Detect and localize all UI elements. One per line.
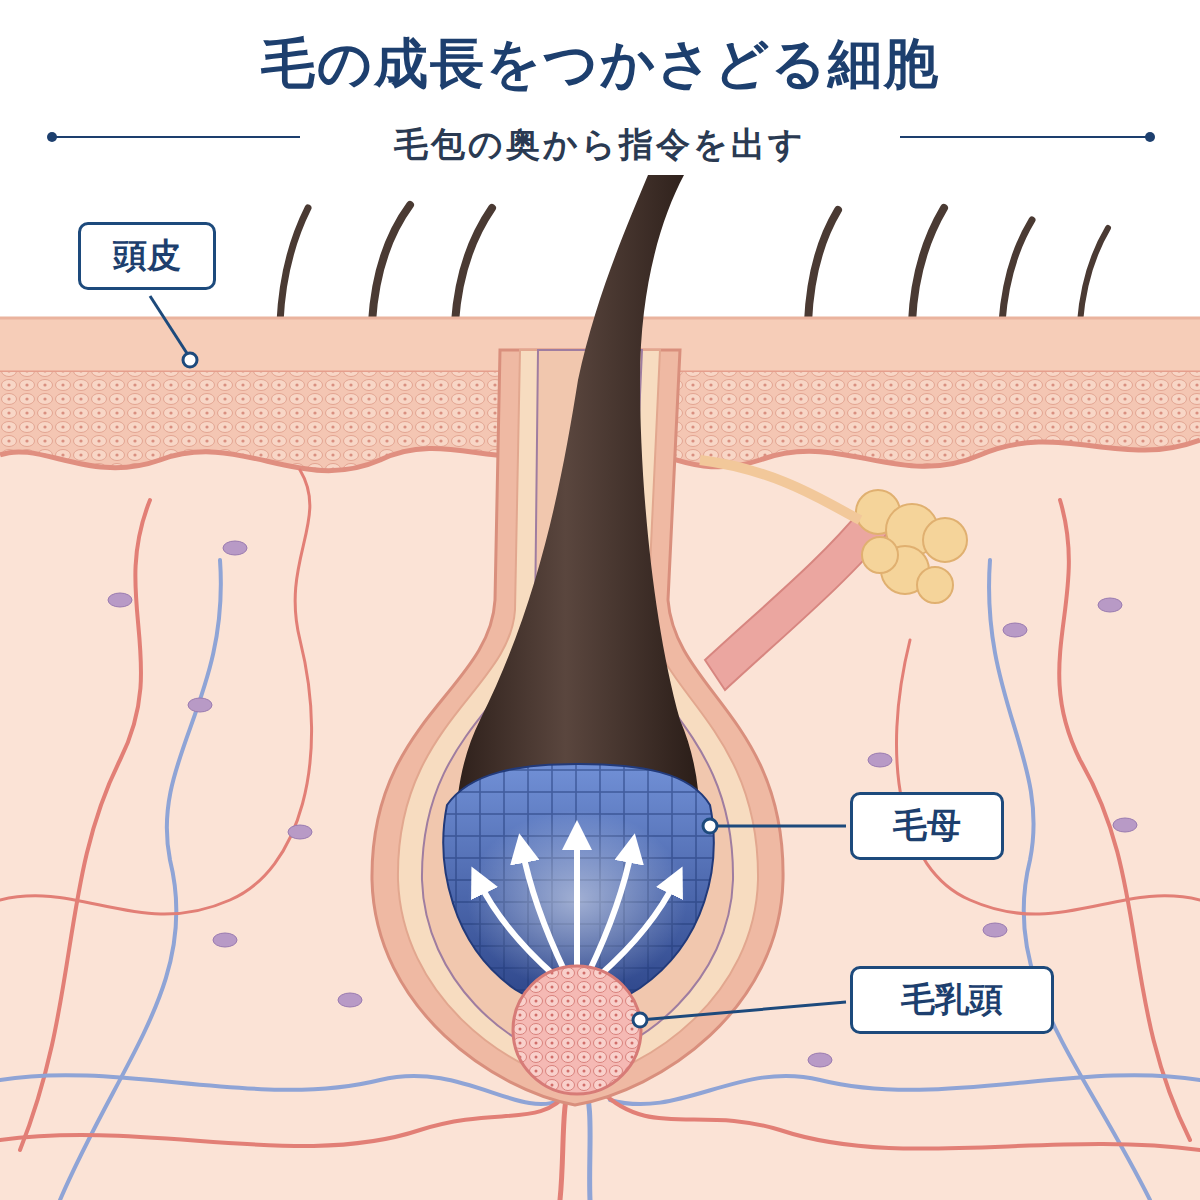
label-box: 毛乳頭 <box>850 966 1054 1034</box>
diagram-title: 毛の成長をつかさどる細胞 <box>0 28 1200 101</box>
label-text: 毛乳頭 <box>901 977 1003 1023</box>
label-box: 毛母 <box>850 792 1004 860</box>
subtitle: 毛包の奥から指令を出す <box>0 122 1200 168</box>
label-text: 頭皮 <box>113 233 181 279</box>
label-box: 頭皮 <box>78 222 216 290</box>
label-text: 毛母 <box>893 803 961 849</box>
